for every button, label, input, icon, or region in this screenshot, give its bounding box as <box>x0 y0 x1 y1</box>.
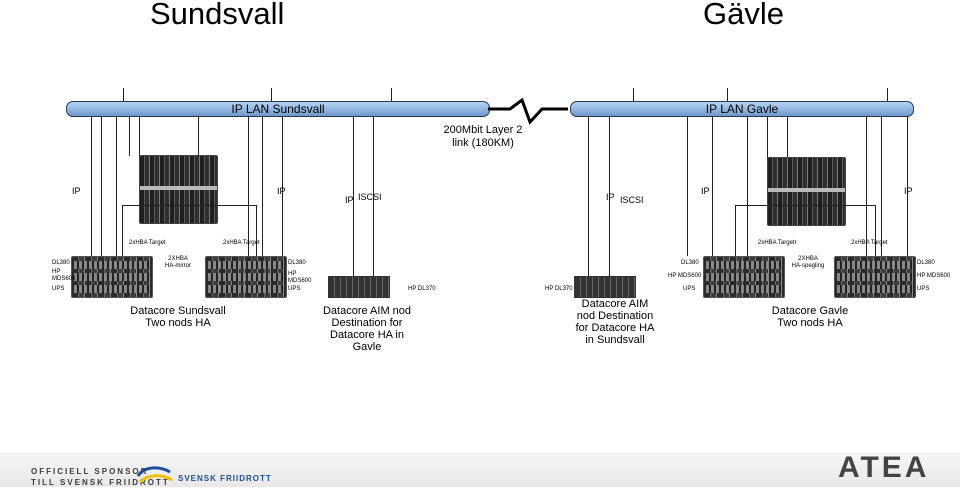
link-line <box>353 116 354 276</box>
link-line <box>198 116 199 156</box>
mirror-label: HA-mirror <box>165 263 191 269</box>
link-line <box>101 116 102 256</box>
node-model-label: DL380 <box>52 260 70 266</box>
hba-line <box>875 205 876 256</box>
hba-target-label: 2xHBA Targetr <box>758 240 797 246</box>
mirror-label: HA-spegling <box>791 263 825 269</box>
hba-target-label: 2xHBA Target <box>129 240 166 246</box>
link-line <box>116 116 117 256</box>
lan-bar-sundsvall[interactable]: IP LAN Sundsvall <box>66 101 490 117</box>
drop-line <box>727 88 728 101</box>
hba-line <box>735 205 736 256</box>
drop-line <box>887 88 888 101</box>
caption-datacore-gavle: Datacore Gavle Two nods HA <box>771 305 849 329</box>
dl380-server-sundsvall-a[interactable] <box>71 256 153 298</box>
link-line <box>767 116 768 158</box>
link-line <box>609 116 610 276</box>
node-ups-label: UPS <box>52 286 65 292</box>
ip-label: IP <box>345 195 354 205</box>
hba-line <box>122 205 123 256</box>
iscsi-label: ISCSI <box>620 195 644 205</box>
storage-enclosure-sundsvall[interactable] <box>139 155 218 224</box>
wan-link-label: 200Mbit Layer 2 link (180KM) <box>443 124 523 149</box>
node-model-label: DL380 <box>917 260 935 266</box>
node-ups-label: UPS <box>683 286 696 292</box>
drop-line <box>271 88 272 101</box>
caption-datacore-sundsvall: Datacore Sundsvall Two nods HA <box>130 305 226 329</box>
drop-line <box>123 88 124 101</box>
drop-line <box>633 88 634 101</box>
title-gavle: Gävle <box>703 0 784 31</box>
dl380-server-gavle-a[interactable] <box>703 256 785 298</box>
link-line <box>129 116 130 156</box>
mirror-hba-label: 2XHBA <box>798 256 818 262</box>
caption-aim-node-right: Datacore AIM nod Destination for Datacor… <box>575 298 655 346</box>
hba-line <box>122 205 256 206</box>
node-model-label: DL380 <box>681 260 699 266</box>
node-model-label: DL380 <box>288 260 306 266</box>
link-line <box>907 116 908 256</box>
dl370-label: HP DL370 <box>545 286 573 292</box>
lan-label-sundsvall: IP LAN Sundsvall <box>231 102 325 116</box>
link-line <box>282 116 283 256</box>
sponsor-line-2: TILL SVENSK FRIIDROTT <box>31 478 170 487</box>
lan-label-gavle: IP LAN Gavle <box>705 102 779 116</box>
svensk-friidrott-logo-icon <box>136 466 173 484</box>
dl380-server-gavle-b[interactable] <box>834 256 916 298</box>
link-line <box>747 116 748 256</box>
node-storage-label: HP MDS600 <box>288 271 312 284</box>
link-line <box>373 116 374 276</box>
link-line <box>712 116 713 256</box>
svensk-friidrott-brand: SVENSK FRIIDROTT <box>178 474 272 483</box>
link-line <box>787 116 788 158</box>
title-sundsvall: Sundsvall <box>150 0 285 31</box>
link-line <box>588 116 589 276</box>
mirror-hba-label: 2XHBA <box>168 256 188 262</box>
wan-link-bolt-icon <box>488 97 568 125</box>
footer-bar <box>0 453 960 487</box>
hba-line <box>256 205 257 256</box>
link-line <box>687 116 688 256</box>
hba-target-label: 2xHBA Target <box>851 240 888 246</box>
link-line <box>248 116 249 256</box>
link-line <box>866 116 867 256</box>
node-ups-label: UPS <box>917 286 930 292</box>
atea-logo: ATEA <box>838 451 930 484</box>
node-storage-label: HP MDS600 <box>668 273 702 279</box>
hba-target-label: 2xHBA Target <box>223 240 260 246</box>
node-storage-label: HP MDS600 <box>917 273 951 279</box>
ip-label: IP <box>606 192 615 202</box>
hba-line <box>735 205 875 206</box>
link-line <box>262 116 263 256</box>
dl370-label: HP DL370 <box>408 286 436 292</box>
dl370-server-gavle[interactable] <box>574 276 636 298</box>
drop-line <box>391 88 392 101</box>
lan-bar-gavle[interactable]: IP LAN Gavle <box>570 101 914 117</box>
dl370-server-sundsvall[interactable] <box>328 276 390 298</box>
sponsor-line-1: OFFICIELL SPONSOR <box>31 467 149 476</box>
node-ups-label: UPS <box>288 286 301 292</box>
iscsi-label: ISCSI <box>358 192 382 202</box>
dl380-server-sundsvall-b[interactable] <box>205 256 287 298</box>
link-line <box>881 116 882 256</box>
ip-label: IP <box>72 186 81 196</box>
node-storage-label: HP MDS600 <box>52 269 76 282</box>
link-line <box>91 116 92 256</box>
ip-label: IP <box>277 186 286 196</box>
storage-enclosure-gavle[interactable] <box>767 157 846 226</box>
ip-label: IP <box>904 186 913 196</box>
link-line <box>139 116 140 156</box>
ip-label: IP <box>701 186 710 196</box>
caption-aim-node-left: Datacore AIM nod Destination for Datacor… <box>322 305 412 353</box>
